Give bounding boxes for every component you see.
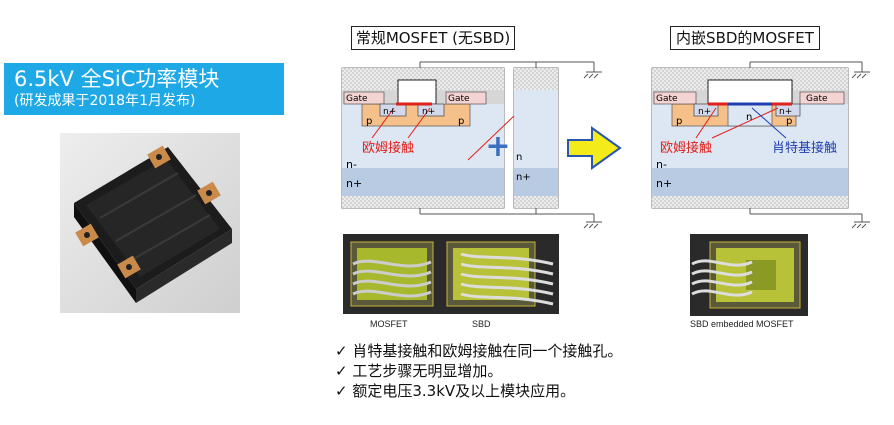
n-plus-substrate-label: n+ bbox=[656, 177, 672, 190]
p-right-label: p bbox=[458, 116, 464, 127]
module-photo bbox=[60, 133, 240, 313]
module-title: 6.5kV 全SiC功率模块 bbox=[14, 67, 220, 91]
nplus-left-label: n+ bbox=[383, 107, 396, 117]
n-minus-label: n- bbox=[656, 158, 667, 171]
source-metal bbox=[342, 68, 504, 90]
connection-line bbox=[467, 115, 515, 161]
gate-left-label: Gate bbox=[346, 94, 368, 104]
n-minus-label: n- bbox=[346, 158, 357, 171]
mosfet-caption: MOSFET bbox=[370, 319, 408, 329]
n-plus-substrate bbox=[342, 168, 504, 196]
n-center-label: n bbox=[746, 112, 752, 123]
ground-icon bbox=[851, 62, 870, 79]
n-plus-substrate-label: n+ bbox=[346, 177, 362, 190]
gate-right-label: Gate bbox=[806, 94, 828, 104]
embedded-chip-photo bbox=[690, 234, 808, 316]
gate-left bbox=[343, 91, 385, 105]
module-subtitle: (研发成果于2018年1月发布) bbox=[14, 93, 196, 109]
nplus-left-label: n+ bbox=[698, 107, 711, 117]
gate-left-label: Gate bbox=[656, 94, 678, 104]
conventional-mosfet-cross-section bbox=[341, 61, 594, 215]
p-left-label: p bbox=[366, 116, 372, 127]
conventional-mosfet-title: 常规MOSFET (无SBD) bbox=[351, 26, 515, 50]
sbd-caption: SBD bbox=[472, 319, 491, 329]
gate-right bbox=[445, 91, 487, 105]
ground-icon bbox=[851, 214, 870, 229]
p-well bbox=[361, 103, 471, 127]
mosfet-chip-photo bbox=[343, 234, 441, 314]
ohmic-contact-label: 欧姆接触 bbox=[660, 140, 712, 156]
module-photo-drawing bbox=[74, 145, 232, 303]
nplus-right-label: n+ bbox=[422, 107, 435, 117]
p-right-label: p bbox=[786, 116, 792, 127]
embedded-sbd-mosfet-cross-section bbox=[651, 61, 862, 215]
schottky-contact-label: 肖特基接触 bbox=[772, 140, 837, 156]
gate-right-label: Gate bbox=[448, 94, 470, 104]
sbd-nplus-label: n+ bbox=[516, 172, 531, 183]
drain-metal bbox=[342, 196, 504, 208]
ohmic-contact-label: 欧姆接触 bbox=[362, 140, 414, 156]
transition-arrow-icon bbox=[567, 126, 622, 170]
ground-icon bbox=[583, 62, 602, 79]
sbd-n-label: n bbox=[516, 152, 522, 163]
sbd-chip-photo bbox=[441, 234, 559, 314]
p-left-label: p bbox=[676, 116, 682, 127]
cross-section-diagrams: + Gate Gate n+ n+ p p 欧姆接触 n- n+ n n+ bbox=[341, 61, 870, 229]
feature-item: ✓ 肖特基接触和欧姆接触在同一个接触孔。 bbox=[335, 342, 623, 360]
sbd-cross-section bbox=[513, 62, 559, 214]
contact-hole bbox=[397, 79, 437, 105]
ground-icon bbox=[583, 214, 602, 229]
plus-sign: + bbox=[485, 129, 510, 164]
feature-list: ✓ 肖特基接触和欧姆接触在同一个接触孔。 ✓ 工艺步骤无明显增加。 ✓ 额定电压… bbox=[335, 341, 622, 401]
module-title-box: 6.5kV 全SiC功率模块 (研发成果于2018年1月发布) bbox=[4, 63, 284, 115]
embedded-sbd-mosfet-title: 内嵌SBD的MOSFET bbox=[670, 26, 820, 50]
embedded-caption: SBD embedded MOSFET bbox=[690, 319, 794, 329]
feature-item: ✓ 额定电压3.3kV及以上模块应用。 bbox=[335, 382, 576, 400]
nplus-right-label: n+ bbox=[779, 107, 792, 117]
feature-item: ✓ 工艺步骤无明显增加。 bbox=[335, 362, 503, 380]
